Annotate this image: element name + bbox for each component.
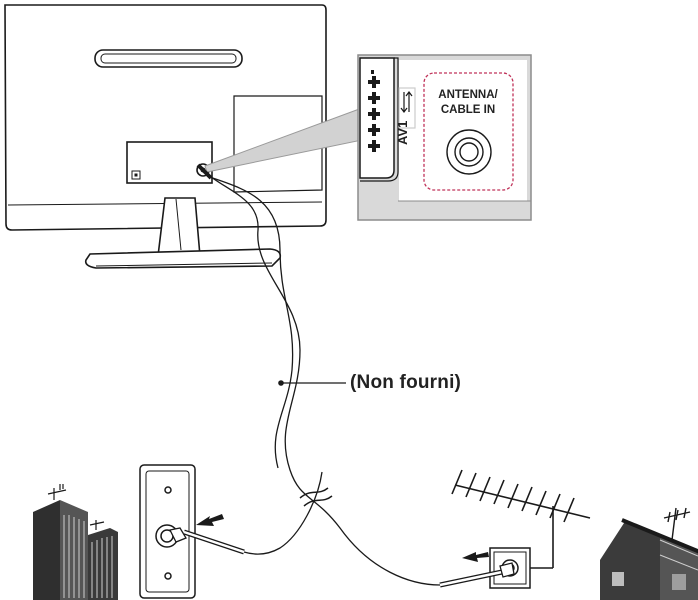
av1-port-label: AV1: [395, 120, 410, 145]
rooftop-antenna-icon: [451, 469, 591, 569]
port-panel-zoom: [357, 54, 532, 221]
plus-marks: [368, 70, 380, 152]
apartment-building-icon: [33, 484, 118, 600]
arrow-icon: [462, 552, 489, 562]
antenna-port-label: ANTENNA/ CABLE IN: [424, 88, 512, 118]
antenna-port-label-line2: CABLE IN: [440, 104, 496, 116]
antenna-port-icon: [446, 129, 492, 175]
left-plug: [169, 527, 245, 555]
arrow-icon: [196, 514, 224, 526]
wall-outlet-icon: [139, 464, 196, 599]
antenna-port-label-line1: ANTENNA/: [438, 89, 498, 101]
right-plug: [439, 562, 515, 588]
av-jack-icon: [398, 87, 416, 129]
cable: [196, 163, 441, 586]
house-icon: [600, 507, 698, 600]
monitor-back: [4, 4, 327, 269]
cable-not-supplied-label: (Non fourni): [350, 372, 462, 393]
label-leader: [278, 380, 346, 386]
